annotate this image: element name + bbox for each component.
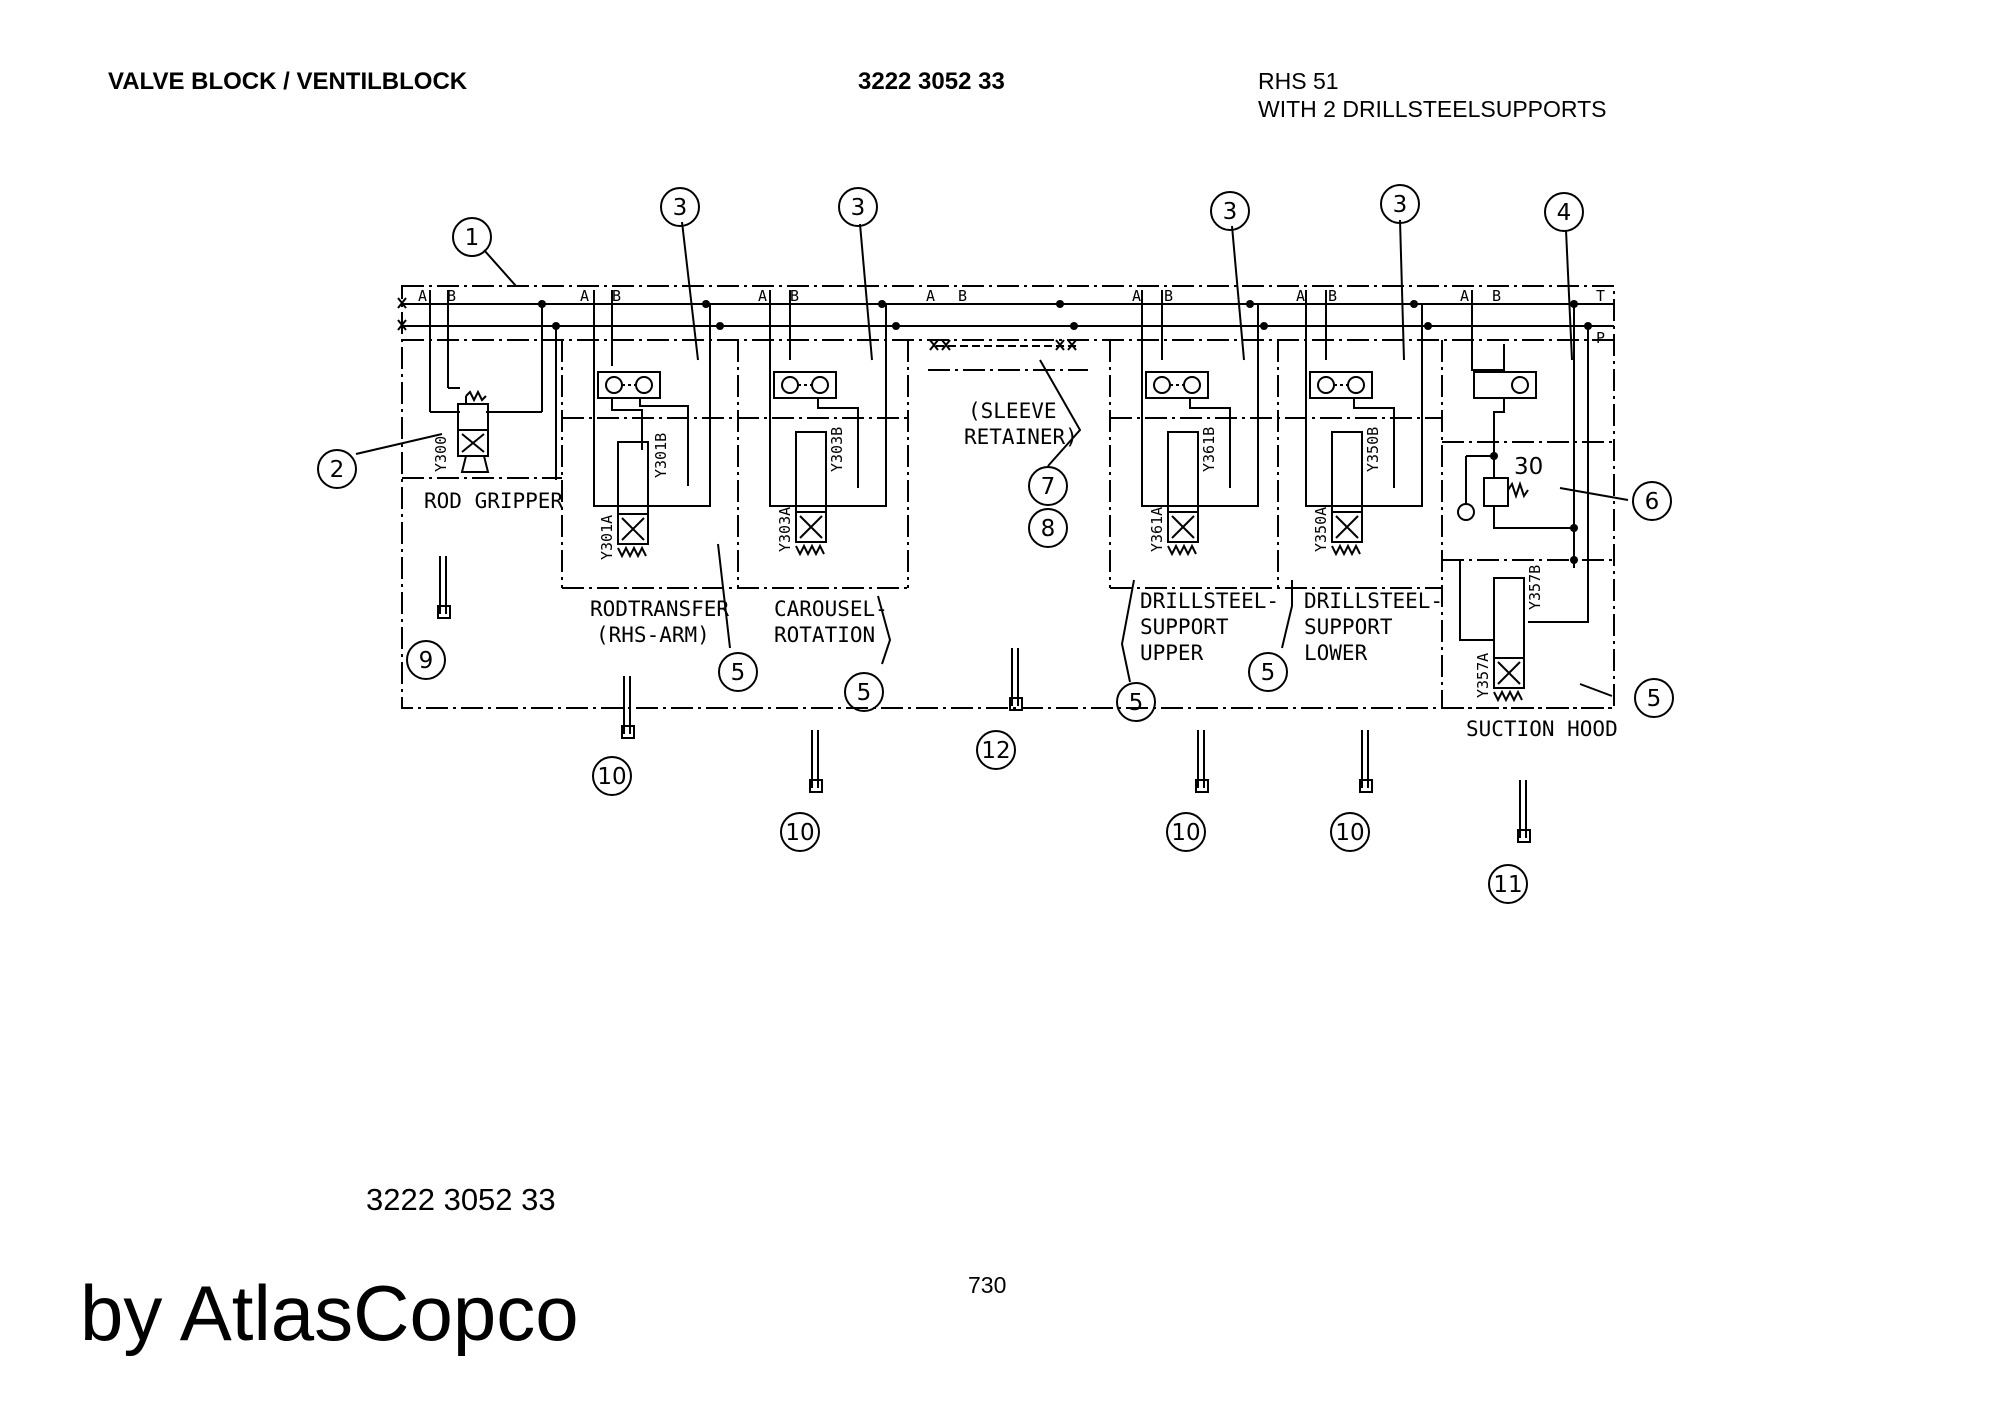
section-labels: ROD GRIPPER RODTRANSFER (RHS-ARM) CAROUS… [424,399,1618,741]
port-label-p: P [1596,329,1605,347]
callout-8: 8 [1041,516,1056,542]
solenoid-y303a: Y303A [776,507,794,552]
valve-drillsteel-upper [1141,290,1259,557]
plugged-ports [397,297,1077,351]
valve-rodtransfer [593,290,711,559]
section-label-ds-upper-2: SUPPORT [1140,615,1229,639]
valve-suction-hood [1457,290,1589,703]
port-label-b: B [1328,287,1337,305]
valve-sections [593,290,1589,703]
callout-10: 10 [1335,820,1364,846]
pressure-setting: 30 [1514,454,1543,480]
solenoid-y300: Y300 [432,436,450,472]
callout-4: 4 [1557,200,1572,226]
callout-10: 10 [1171,820,1200,846]
callout-5: 5 [857,680,872,706]
page-number: 730 [968,1272,1007,1298]
callout-3: 3 [673,195,688,221]
valve-carousel [769,290,887,557]
section-label-carousel-2: ROTATION [774,623,875,647]
section-label-sleeve-2: RETAINER) [964,425,1078,449]
callout-5: 5 [731,660,746,686]
port-label-a: A [1460,287,1469,305]
solenoid-y303b: Y303B [828,427,846,472]
header-part-number: 3222 3052 33 [858,68,1005,95]
solenoid-y357b: Y357B [1526,565,1544,610]
header-title: VALVE BLOCK / VENTILBLOCK [108,68,468,95]
section-label-ds-lower-2: SUPPORT [1304,615,1393,639]
port-label-b: B [612,287,621,305]
junction-dots [538,300,1592,564]
port-label-a: A [926,287,935,305]
solenoid-labels: Y300 Y301A Y301B Y303A Y303B Y361A Y361B… [432,427,1544,698]
valve-block-outline [401,285,1615,709]
port-label-b: B [1164,287,1173,305]
solenoid-y357a: Y357A [1474,653,1492,698]
port-label-a: A [1132,287,1141,305]
port-label-b: B [1492,287,1501,305]
solenoid-y301b: Y301B [652,433,670,478]
valve-drillsteel-lower [1305,290,1423,557]
header-model: RHS 51 [1258,68,1339,94]
section-label-rod-gripper: ROD GRIPPER [424,489,563,513]
footer-part-number: 3222 3052 33 [366,1182,556,1217]
connector-plugs [437,556,1531,843]
section-label-rodtransfer: RODTRANSFER [590,597,729,621]
section-label-suction-hood: SUCTION HOOD [1466,717,1618,741]
section-label-ds-upper-3: UPPER [1140,641,1204,665]
leader-lines [355,219,1629,697]
callout-9: 9 [419,648,434,674]
port-label-b: B [790,287,799,305]
section-label-ds-lower-3: LOWER [1304,641,1368,665]
callout-3: 3 [1393,192,1408,218]
rod-gripper-valve [429,290,557,480]
section-label-carousel: CAROUSEL- [774,597,888,621]
callout-1: 1 [465,225,480,251]
callout-2: 2 [330,457,345,483]
solenoid-y350b: Y350B [1364,427,1382,472]
callout-12: 12 [981,738,1010,764]
section-dividers [402,339,1614,709]
solenoid-y301a: Y301A [598,515,616,560]
section-label-rodtransfer-2: (RHS-ARM) [596,623,710,647]
callout-7: 7 [1041,474,1056,500]
section-label-sleeve: (SLEEVE [968,399,1057,423]
section-label-ds-upper: DRILLSTEEL- [1140,589,1279,613]
port-labels: A B A B A B A B A B A B A B T P [418,287,1605,347]
brand-text: by AtlasCopco [80,1269,579,1357]
port-label-a: A [580,287,589,305]
port-label-a: A [1296,287,1305,305]
callout-5: 5 [1261,660,1276,686]
solenoid-y361b: Y361B [1200,427,1218,472]
callout-10: 10 [785,820,814,846]
callouts [317,184,1674,904]
port-label-a: A [418,287,427,305]
port-label-a: A [758,287,767,305]
callout-10: 10 [597,764,626,790]
solenoid-y361a: Y361A [1148,507,1166,552]
header-variant: WITH 2 DRILLSTEELSUPPORTS [1258,96,1607,122]
port-label-t: T [1596,287,1605,305]
port-label-b: B [958,287,967,305]
solenoid-y350a: Y350A [1312,507,1330,552]
callout-6: 6 [1645,489,1660,515]
callout-numbers: 1 2 3 3 3 3 4 5 5 5 5 5 6 7 8 9 10 10 10… [330,192,1662,898]
callout-11: 11 [1493,872,1522,898]
port-label-b: B [447,287,456,305]
callout-5: 5 [1647,686,1662,712]
section-label-ds-lower: DRILLSTEEL- [1304,589,1443,613]
callout-3: 3 [1223,199,1238,225]
callout-3: 3 [851,195,866,221]
callout-5: 5 [1129,690,1144,716]
